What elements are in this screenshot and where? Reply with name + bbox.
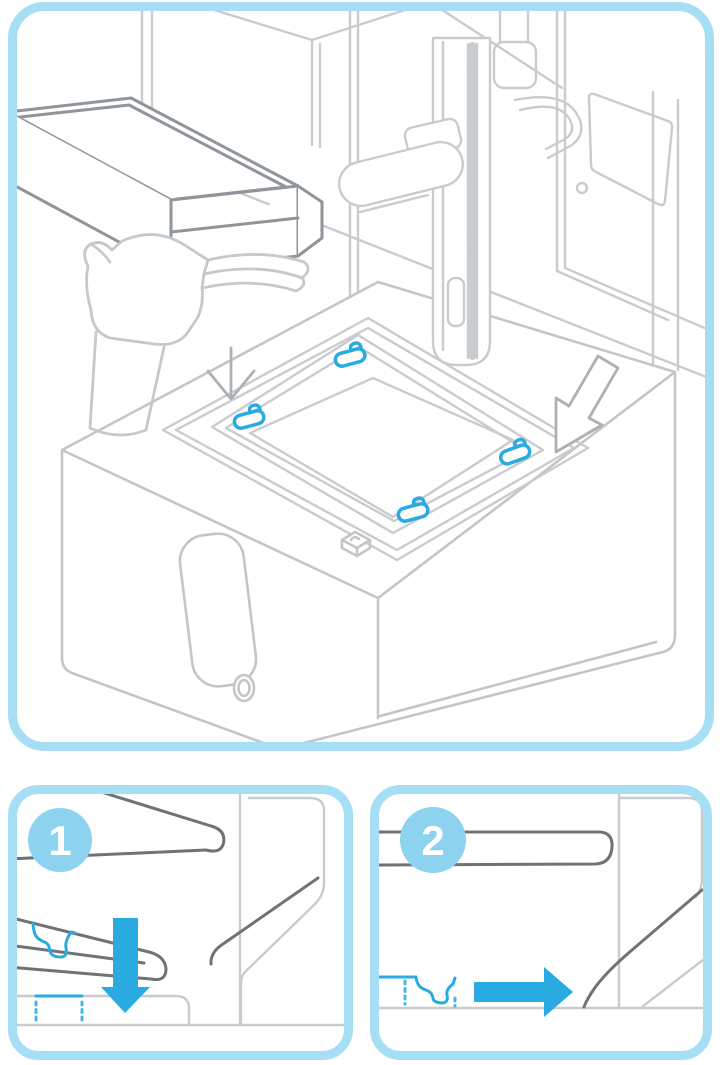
right-arrow-icon (474, 967, 573, 1017)
main-illustration-panel (8, 2, 714, 751)
step-1-badge: 1 (28, 808, 92, 872)
tank-rim-side (370, 830, 614, 867)
main-panel-border (8, 2, 714, 751)
step-1-panel: 1 (8, 785, 353, 1060)
down-arrow-icon (101, 918, 150, 1013)
step-2-badge: 2 (400, 807, 466, 873)
tank-corner (8, 876, 320, 981)
tank-tab-outline (370, 975, 457, 1005)
insert-direction-arrow-icon (554, 354, 620, 454)
cover-edge (8, 785, 226, 861)
step-2-border (370, 785, 712, 1060)
step-2-panel: 2 (370, 785, 712, 1060)
step-1-number: 1 (48, 817, 71, 864)
hand (83, 233, 310, 437)
carrier-foot (582, 888, 704, 1009)
tank-carrier-tray (161, 316, 590, 562)
step-1-border (8, 785, 353, 1060)
carrier-structure (8, 790, 353, 1027)
lowering-direction-icon (206, 346, 256, 401)
tank-tab-outline (31, 922, 77, 959)
carrier-structure (370, 790, 712, 1010)
step-2-number: 2 (421, 817, 444, 864)
build-platform-arm (338, 96, 583, 214)
z-axis-column (431, 36, 492, 367)
tray-latch-wedge (340, 530, 372, 558)
resin-tank (8, 96, 324, 272)
